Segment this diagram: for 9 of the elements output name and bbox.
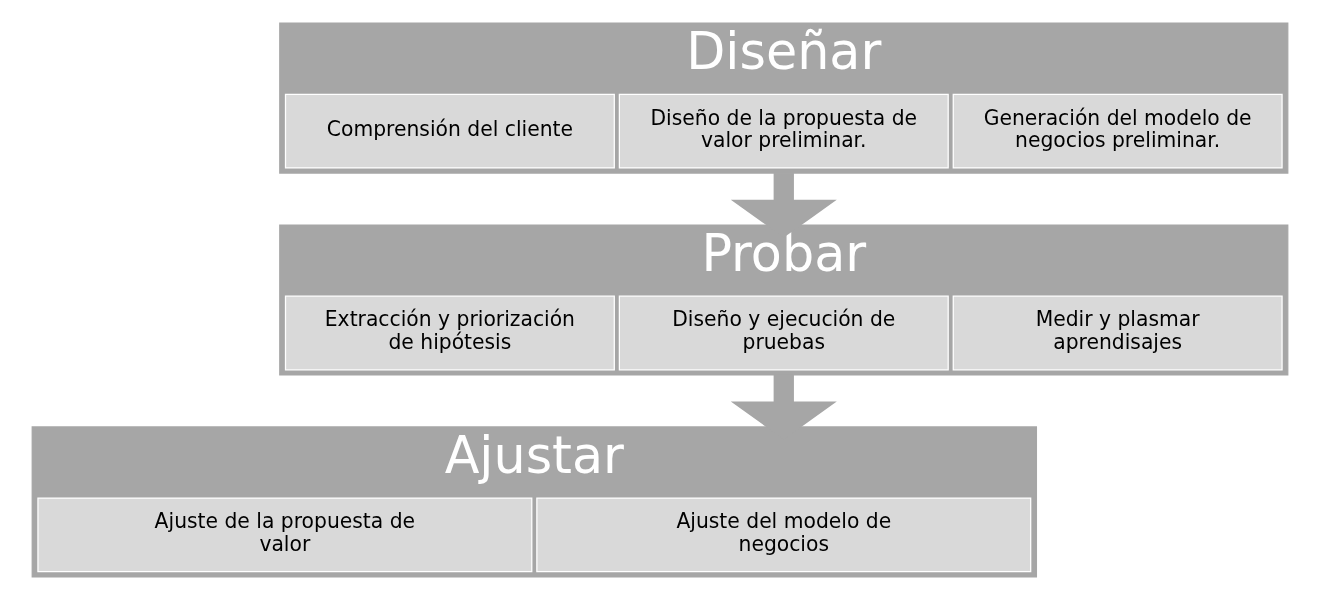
node-box: Ajuste del modelo de negocios	[535, 497, 1031, 573]
node-box: Extracción y priorización de hipótesis	[284, 295, 615, 371]
node-box: Generación del modelo de negocios preliminar.	[952, 93, 1283, 169]
node-box: Medir y plasmar aprendisajes	[952, 295, 1283, 371]
node-box: Ajuste de la propuesta de valor	[36, 497, 532, 573]
node-box: Diseño de la propuesta de valor preliminar.	[618, 93, 949, 169]
arrow	[730, 173, 837, 238]
node-box: Comprensión del cliente	[284, 93, 615, 169]
node-box: Diseño y ejecución de pruebas	[618, 295, 949, 371]
